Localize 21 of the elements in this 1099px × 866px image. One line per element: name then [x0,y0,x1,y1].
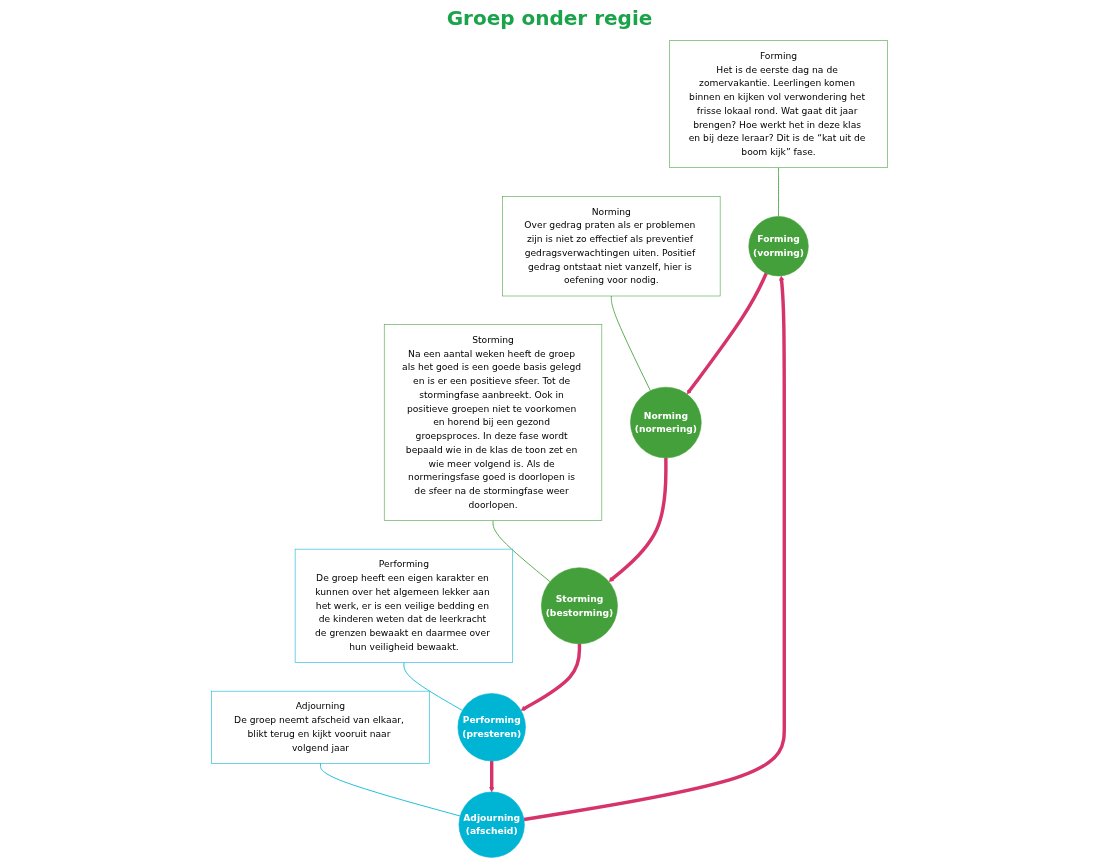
connector [778,167,779,217]
connector [610,295,651,392]
node-circle: Norming (normering) [630,386,702,459]
connector [320,762,461,817]
node-circle: Forming (vorming) [748,216,809,277]
center-label: Groep onder regie [446,6,653,30]
node-circle: Adjourning (afscheid) [458,791,525,858]
node-box: Norming Over gedrag praten als er problemen zijn is niet zo effectief als preventief gedragsverwachtingen uiten. Positief gedrag ontstaat niet vanzelf, hier is oefening voor nodig. [502,196,721,297]
node-box: Forming Het is de eerste dag na de zomervakantie. Leerlingen komen binnen en kijken vol verwondering het frisse lokaal rond. Wat gaat dit jaar brengen? Hoe werkt het in deze klas en bij deze leraar? Dit is de “kat uit de boom kijk” fase. [669,40,888,168]
arrow [520,643,582,711]
arrow [523,275,786,822]
arrow [686,272,768,395]
connector [492,520,551,583]
arrow [608,457,668,582]
connector [403,662,463,711]
node-box: Storming Na een aantal weken heeft de groep als het goed is een goede basis gelegd en is er een positieve sfeer. Tot de stormingfase aanbreekt. Ook in positieve groepen niet te voorkomen en horend bij een gezond groepsproces. In deze fase wordt bepaald wie in de klas de toon zet en wie meer volgend is. Als de normeringsfase goed is doorlopen is de sfeer na de stormingfase weer doorlopen. [383,324,603,521]
node-circle: Performing (presteren) [457,693,526,762]
node-box: Adjourning De groep neemt afscheid van elkaar, blikt terug en kijkt vooruit naar volgend jaar [211,690,430,764]
arrow [489,761,495,793]
node-box: Performing De groep heeft een eigen karakter en kunnen over het algemeen lekker aan het werk, er is een veilige bedding en de kinderen weten dat de leerkracht de grenzen bewaakt en daarmee over hun veiligheid bewaakt. [294,548,514,663]
node-circle: Storming (bestorming) [541,567,618,645]
